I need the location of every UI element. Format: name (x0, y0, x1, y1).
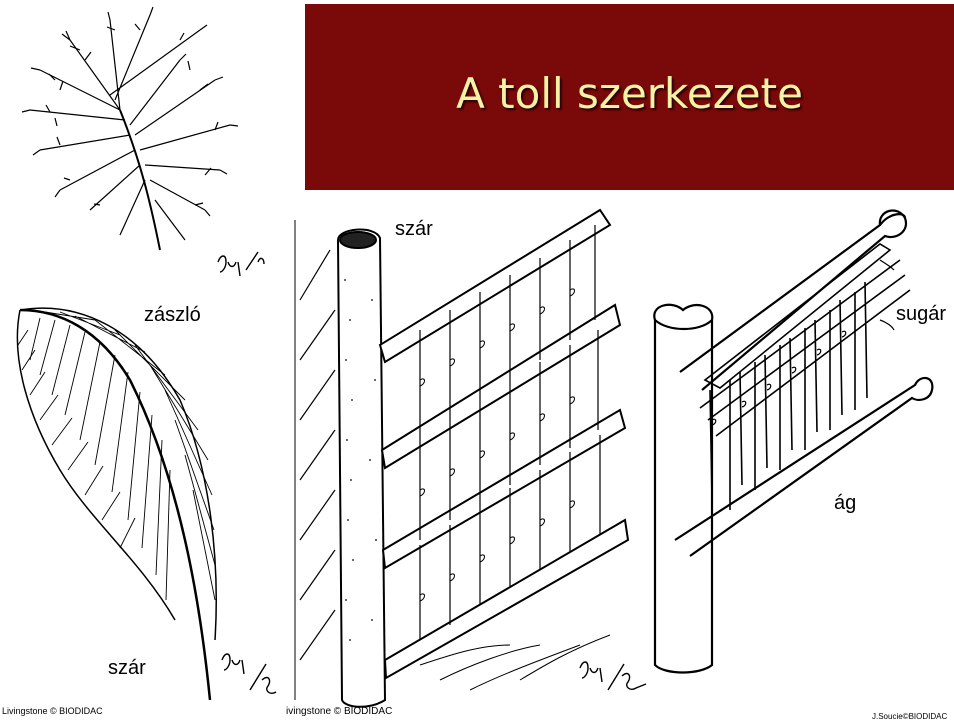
title-banner: A toll szerkezete (305, 4, 954, 190)
label-szar-left: szár (108, 657, 146, 680)
slide-title: A toll szerkezete (456, 69, 803, 118)
down-feather-drawing (22, 7, 238, 250)
signature-mark-left (222, 654, 276, 693)
credit-center: ivingstone © BIODIDAC (286, 706, 392, 717)
label-ag: ág (834, 492, 856, 515)
signature-mark-center (580, 662, 646, 690)
credit-left: Livingstone © BIODIDAC (2, 706, 103, 716)
label-szar-center: szár (395, 218, 433, 241)
signature-mark-top (218, 252, 264, 276)
barb-structure-drawing (654, 211, 932, 673)
label-zaszlo: zászló (144, 304, 201, 327)
shaft-barbs-drawing (295, 210, 628, 707)
label-sugar: sugár (896, 303, 946, 326)
contour-feather-drawing (17, 308, 216, 700)
